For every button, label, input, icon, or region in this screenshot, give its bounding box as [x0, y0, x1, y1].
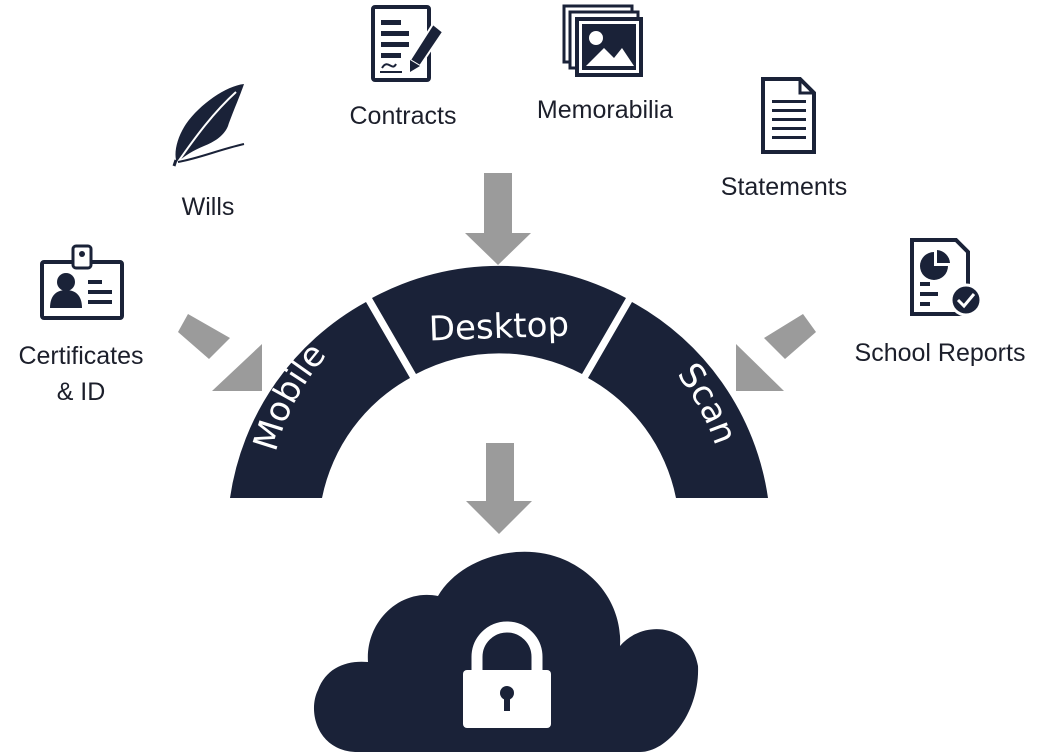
arrow-left-diagonal — [178, 314, 262, 391]
contracts-label: Contracts — [350, 102, 457, 130]
photo-gallery-icon — [562, 4, 643, 77]
padlock-icon — [463, 621, 551, 728]
id-badge-icon — [40, 244, 124, 320]
wills-label: Wills — [182, 193, 235, 221]
quill-pen-icon — [172, 84, 245, 167]
certificates-label-line2: & ID — [57, 378, 106, 406]
memorabilia-label: Memorabilia — [537, 96, 673, 124]
statements-label: Statements — [721, 173, 847, 201]
signed-contract-icon — [371, 5, 445, 82]
arrow-right-diagonal — [736, 314, 816, 391]
arrow-down-top — [465, 173, 531, 265]
channel-arch — [230, 265, 768, 498]
secure-cloud-icon — [313, 551, 699, 752]
mobile-segment — [230, 302, 410, 498]
report-check-icon — [910, 238, 983, 317]
desktop-label: Desktop — [428, 305, 570, 350]
desktop-segment — [372, 265, 626, 374]
arrow-down-center — [466, 443, 532, 534]
school-reports-label: School Reports — [855, 339, 1026, 367]
document-icon — [761, 77, 816, 154]
scan-segment — [588, 302, 768, 498]
certificates-label-line1: Certificates — [18, 342, 143, 370]
